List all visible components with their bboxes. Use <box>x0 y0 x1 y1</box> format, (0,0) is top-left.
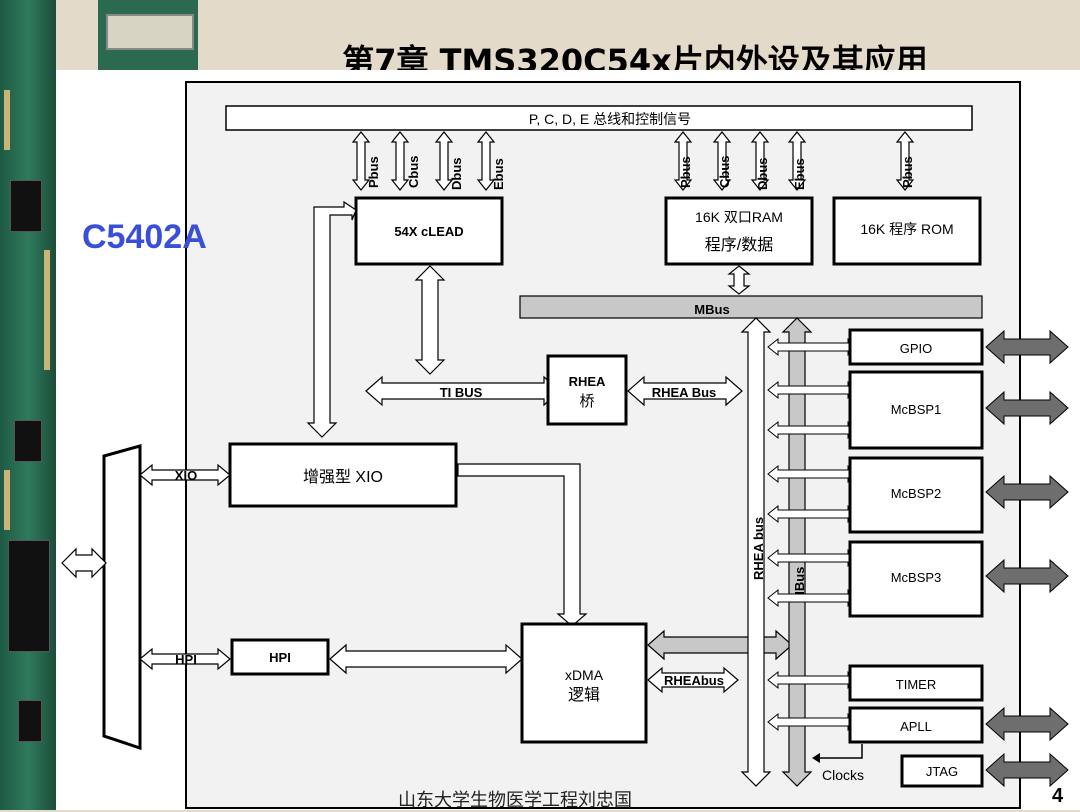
rhea-bus-vertical <box>740 317 772 787</box>
mbus-label: MBus <box>694 302 729 317</box>
mcbsp2-box <box>848 456 984 534</box>
external-io-arrow <box>61 547 107 579</box>
cpu-bus-arrows <box>351 131 496 191</box>
hpi-box-label: HPI <box>269 650 291 665</box>
ram-bus-label-d: Dbus <box>755 158 770 191</box>
xdma-line2: 逻辑 <box>568 686 600 704</box>
clocks-arrowhead <box>812 753 820 763</box>
rom-bus-label: Pbus <box>900 156 915 188</box>
rhea-bridge-line2: 桥 <box>579 393 594 410</box>
hpi-arrow <box>139 647 231 671</box>
jtag-box <box>900 754 984 788</box>
timer-box <box>848 664 984 702</box>
clocks-label: Clocks <box>822 767 864 783</box>
ram-mbus-arrow <box>727 265 751 295</box>
mcbsp3-label: McBSP3 <box>891 570 942 585</box>
jtag-label: JTAG <box>926 764 958 779</box>
rom-box <box>832 196 982 266</box>
board-connector <box>98 0 198 70</box>
hpi-box <box>230 638 330 676</box>
rhea-bridge-box <box>546 354 628 426</box>
peripheral-links <box>767 337 859 732</box>
cpu-bus-label-p: Pbus <box>366 156 381 188</box>
ram-label-line2: 程序/数据 <box>705 236 773 254</box>
external-peripheral-arrows <box>985 329 1069 788</box>
chip-name-label: C5402A <box>82 218 207 256</box>
ram-bus-label-p: Pbus <box>678 156 693 188</box>
cpu-bus-label-d: Dbus <box>449 158 464 191</box>
cpu-bus-label-c: Cbus <box>406 156 421 189</box>
xdma-line1: xDMA <box>565 667 604 683</box>
circuit-board-photo <box>0 0 56 810</box>
top-to-xio-arrow <box>306 200 357 438</box>
page-number: 4 <box>1052 785 1064 807</box>
mcbsp1-label: McBSP1 <box>891 402 942 417</box>
xio-arrow <box>139 463 231 487</box>
rhea-bus-vertical-label: RHEA bus <box>751 517 766 580</box>
gpio-label: GPIO <box>900 341 933 356</box>
xdma-rhea-arrow <box>647 666 739 694</box>
mbus-bar <box>519 295 983 319</box>
ram-box <box>664 196 814 266</box>
gpio-box <box>848 328 984 366</box>
external-mux <box>102 444 142 751</box>
mcbsp3-box <box>848 540 984 618</box>
rhea-bridge-line1: RHEA <box>569 374 606 389</box>
ram-bus-label-e: Ebus <box>792 158 807 190</box>
rom-label: 16K 程序 ROM <box>860 221 953 237</box>
mcbsp1-box <box>848 370 984 450</box>
timer-label: TIMER <box>896 677 936 692</box>
cpu-label: 54X cLEAD <box>394 224 463 239</box>
apll-box <box>848 706 984 744</box>
cpu-tibus-arrow <box>414 265 446 375</box>
apll-label: APLL <box>900 719 932 734</box>
xio-label: XIO <box>175 468 197 483</box>
rheabus-small-label: RHEAbus <box>664 673 724 688</box>
hpi-label: HPI <box>175 652 197 667</box>
xio-to-xdma-arrow <box>457 463 588 627</box>
cpu-box <box>354 196 504 266</box>
ram-label-line1: 16K 双口RAM <box>695 209 783 225</box>
cpu-bus-label-e: Ebus <box>491 158 506 190</box>
top-bus-label: P, C, D, E 总线和控制信号 <box>529 111 691 127</box>
mbus-vertical <box>781 317 813 787</box>
xio-box-label: 增强型 XIO <box>303 468 383 486</box>
ti-bus-label: TI BUS <box>440 385 483 400</box>
xio-box <box>228 442 458 508</box>
xdma-box <box>520 622 648 744</box>
clocks-line <box>818 744 863 759</box>
rhea-bus-arrow <box>627 375 743 407</box>
ram-bus-arrows <box>673 131 807 191</box>
mcbsp2-label: McBSP2 <box>891 486 942 501</box>
rom-bus-arrow <box>895 131 915 191</box>
mbus-vertical-label: MBus <box>792 567 807 602</box>
top-bus-bar <box>225 105 973 131</box>
footer-author: 山东大学生物医学工程刘忠国 <box>398 790 632 811</box>
ram-bus-label-c: Cbus <box>717 156 732 189</box>
rhea-bus-label: RHEA Bus <box>652 385 717 400</box>
